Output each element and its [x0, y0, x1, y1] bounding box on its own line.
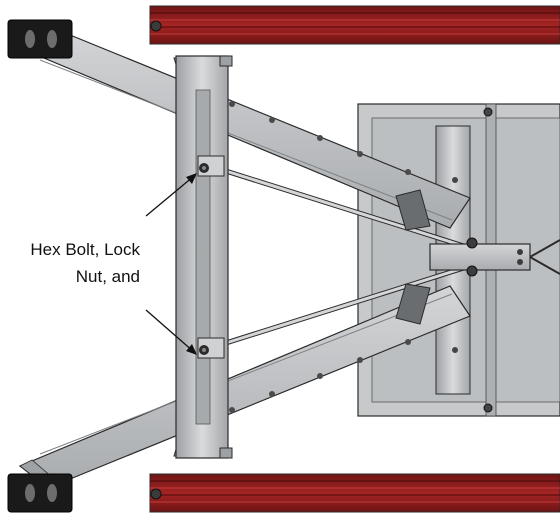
bumper-block-top: [7, 19, 73, 59]
top-red-rail: [149, 5, 560, 45]
rod-clevis-bracket: [429, 237, 560, 277]
callout-label-line-1: Hex Bolt, Lock: [30, 240, 140, 259]
callout-label-line-2: Nut, and: [75, 267, 140, 286]
bumper-block-bottom: [7, 473, 73, 513]
bottom-red-rail: [149, 473, 560, 513]
callout-leaders: [145, 173, 197, 355]
hex-bolt-lower: [197, 337, 225, 359]
vertical-cross-member: [173, 55, 233, 459]
beam-brackets: [395, 189, 431, 325]
tension-rods: [209, 163, 471, 351]
hex-bolt-upper: [197, 155, 225, 177]
